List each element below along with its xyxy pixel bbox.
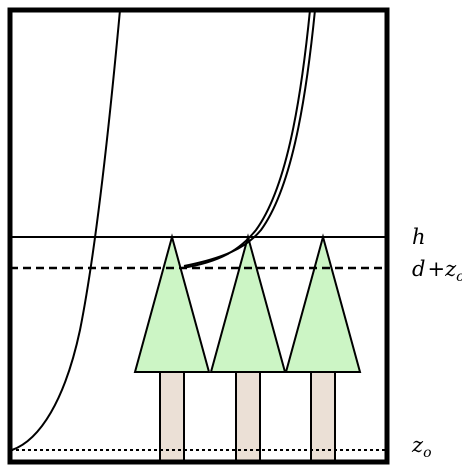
label-roughness-length: zo <box>411 433 432 461</box>
label-displacement-plus-roughness: d+zo <box>412 257 462 285</box>
tree-trunks <box>159 371 336 463</box>
symbol-subscript-o: o <box>456 269 462 285</box>
tree-crowns <box>133 233 362 373</box>
wind-profile-curve-left <box>11 9 121 451</box>
symbol-z: z <box>411 433 424 457</box>
tree-trunk-3 <box>310 371 336 463</box>
wind-profile-curve-right <box>181 9 316 269</box>
label-canopy-height: h <box>412 225 426 249</box>
diagram-frame <box>7 7 390 465</box>
tree-crown-3 <box>284 233 362 373</box>
symbol-plus: + <box>427 257 445 281</box>
symbol-z: z <box>444 257 457 281</box>
tree-crown-2 <box>209 233 287 373</box>
tree-crown-1 <box>133 233 211 373</box>
symbol-d: d <box>412 257 425 281</box>
tree-trunk-2 <box>235 371 261 463</box>
symbol-subscript-o: o <box>423 445 431 461</box>
tree-trunk-1 <box>159 371 185 463</box>
